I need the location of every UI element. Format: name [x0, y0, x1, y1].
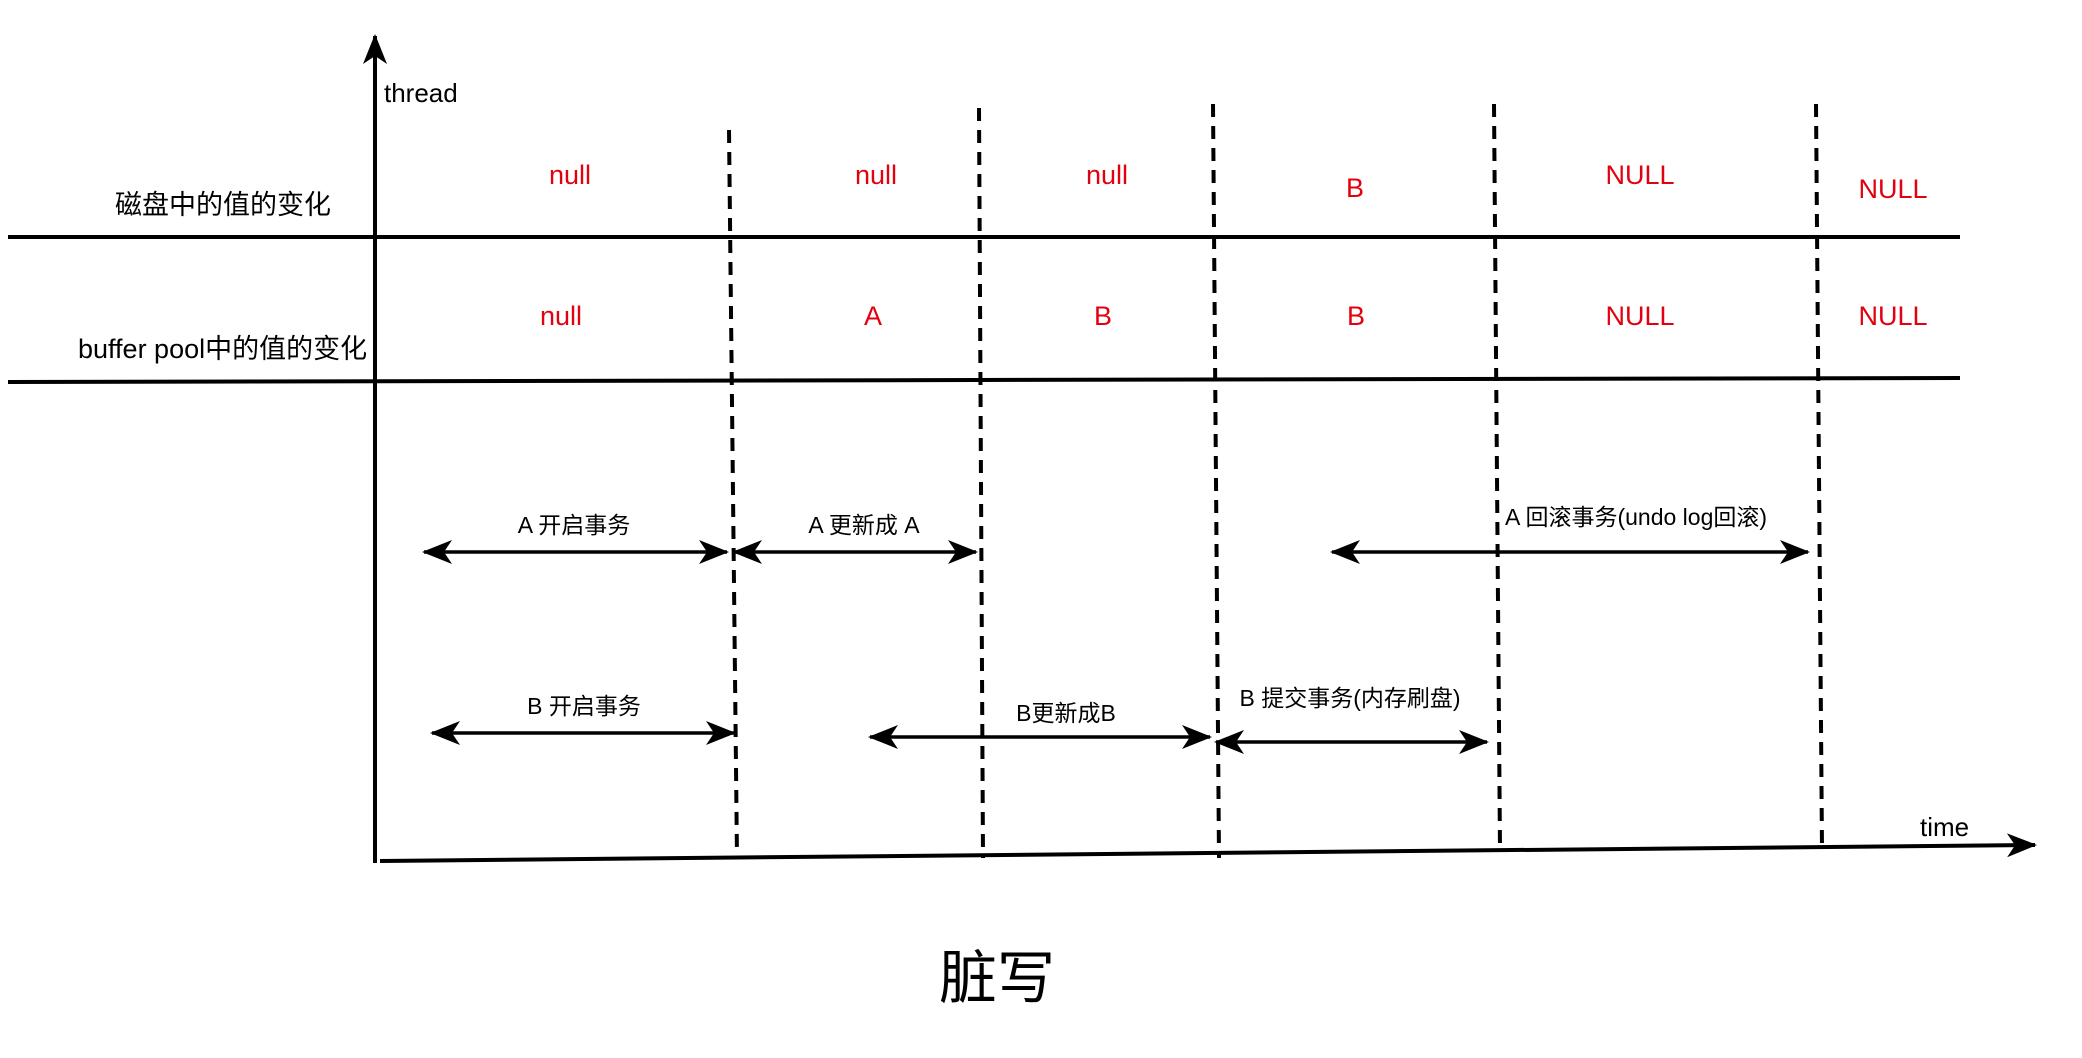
a-update-label: A 更新成 A [808, 512, 920, 538]
time-axis [379, 833, 2037, 863]
buffer-value-6: NULL [1858, 301, 1927, 331]
disk-value-3: null [1086, 160, 1128, 190]
a-begin-label: A 开启事务 [518, 512, 630, 538]
disk-value-1: null [549, 160, 591, 190]
diagram-title: 脏写 [939, 944, 1055, 1012]
time-boundary-3 [1211, 103, 1221, 859]
disk-value-5: NULL [1605, 160, 1674, 190]
buffer-value-1: null [540, 301, 582, 331]
b-begin-label: B 开启事务 [527, 693, 641, 719]
disk-value-6: NULL [1858, 174, 1927, 204]
time-axis-label: time [1920, 812, 1969, 842]
disk-row-label: 磁盘中的值的变化 [115, 190, 331, 220]
a-rollback-label: A 回滚事务(undo log回滚) [1505, 504, 1767, 530]
buffer-value-2: A [864, 301, 882, 331]
time-boundary-1 [727, 129, 739, 859]
buffer-row-label: buffer pool中的值的变化 [78, 334, 367, 364]
time-boundary-2 [977, 107, 985, 859]
buffer-value-3: B [1094, 301, 1112, 331]
b-update-label: B更新成B [1016, 700, 1116, 726]
disk-value-2: null [855, 160, 897, 190]
disk-value-4: B [1346, 173, 1364, 203]
thread-axis-label: thread [384, 78, 458, 108]
buffer-row-separator [7, 376, 1961, 384]
b-commit-label: B 提交事务(内存刷盘) [1239, 685, 1460, 711]
time-boundary-5 [1814, 103, 1824, 849]
time-boundary-4 [1492, 103, 1502, 851]
buffer-value-5: NULL [1605, 301, 1674, 331]
buffer-value-4: B [1347, 301, 1365, 331]
